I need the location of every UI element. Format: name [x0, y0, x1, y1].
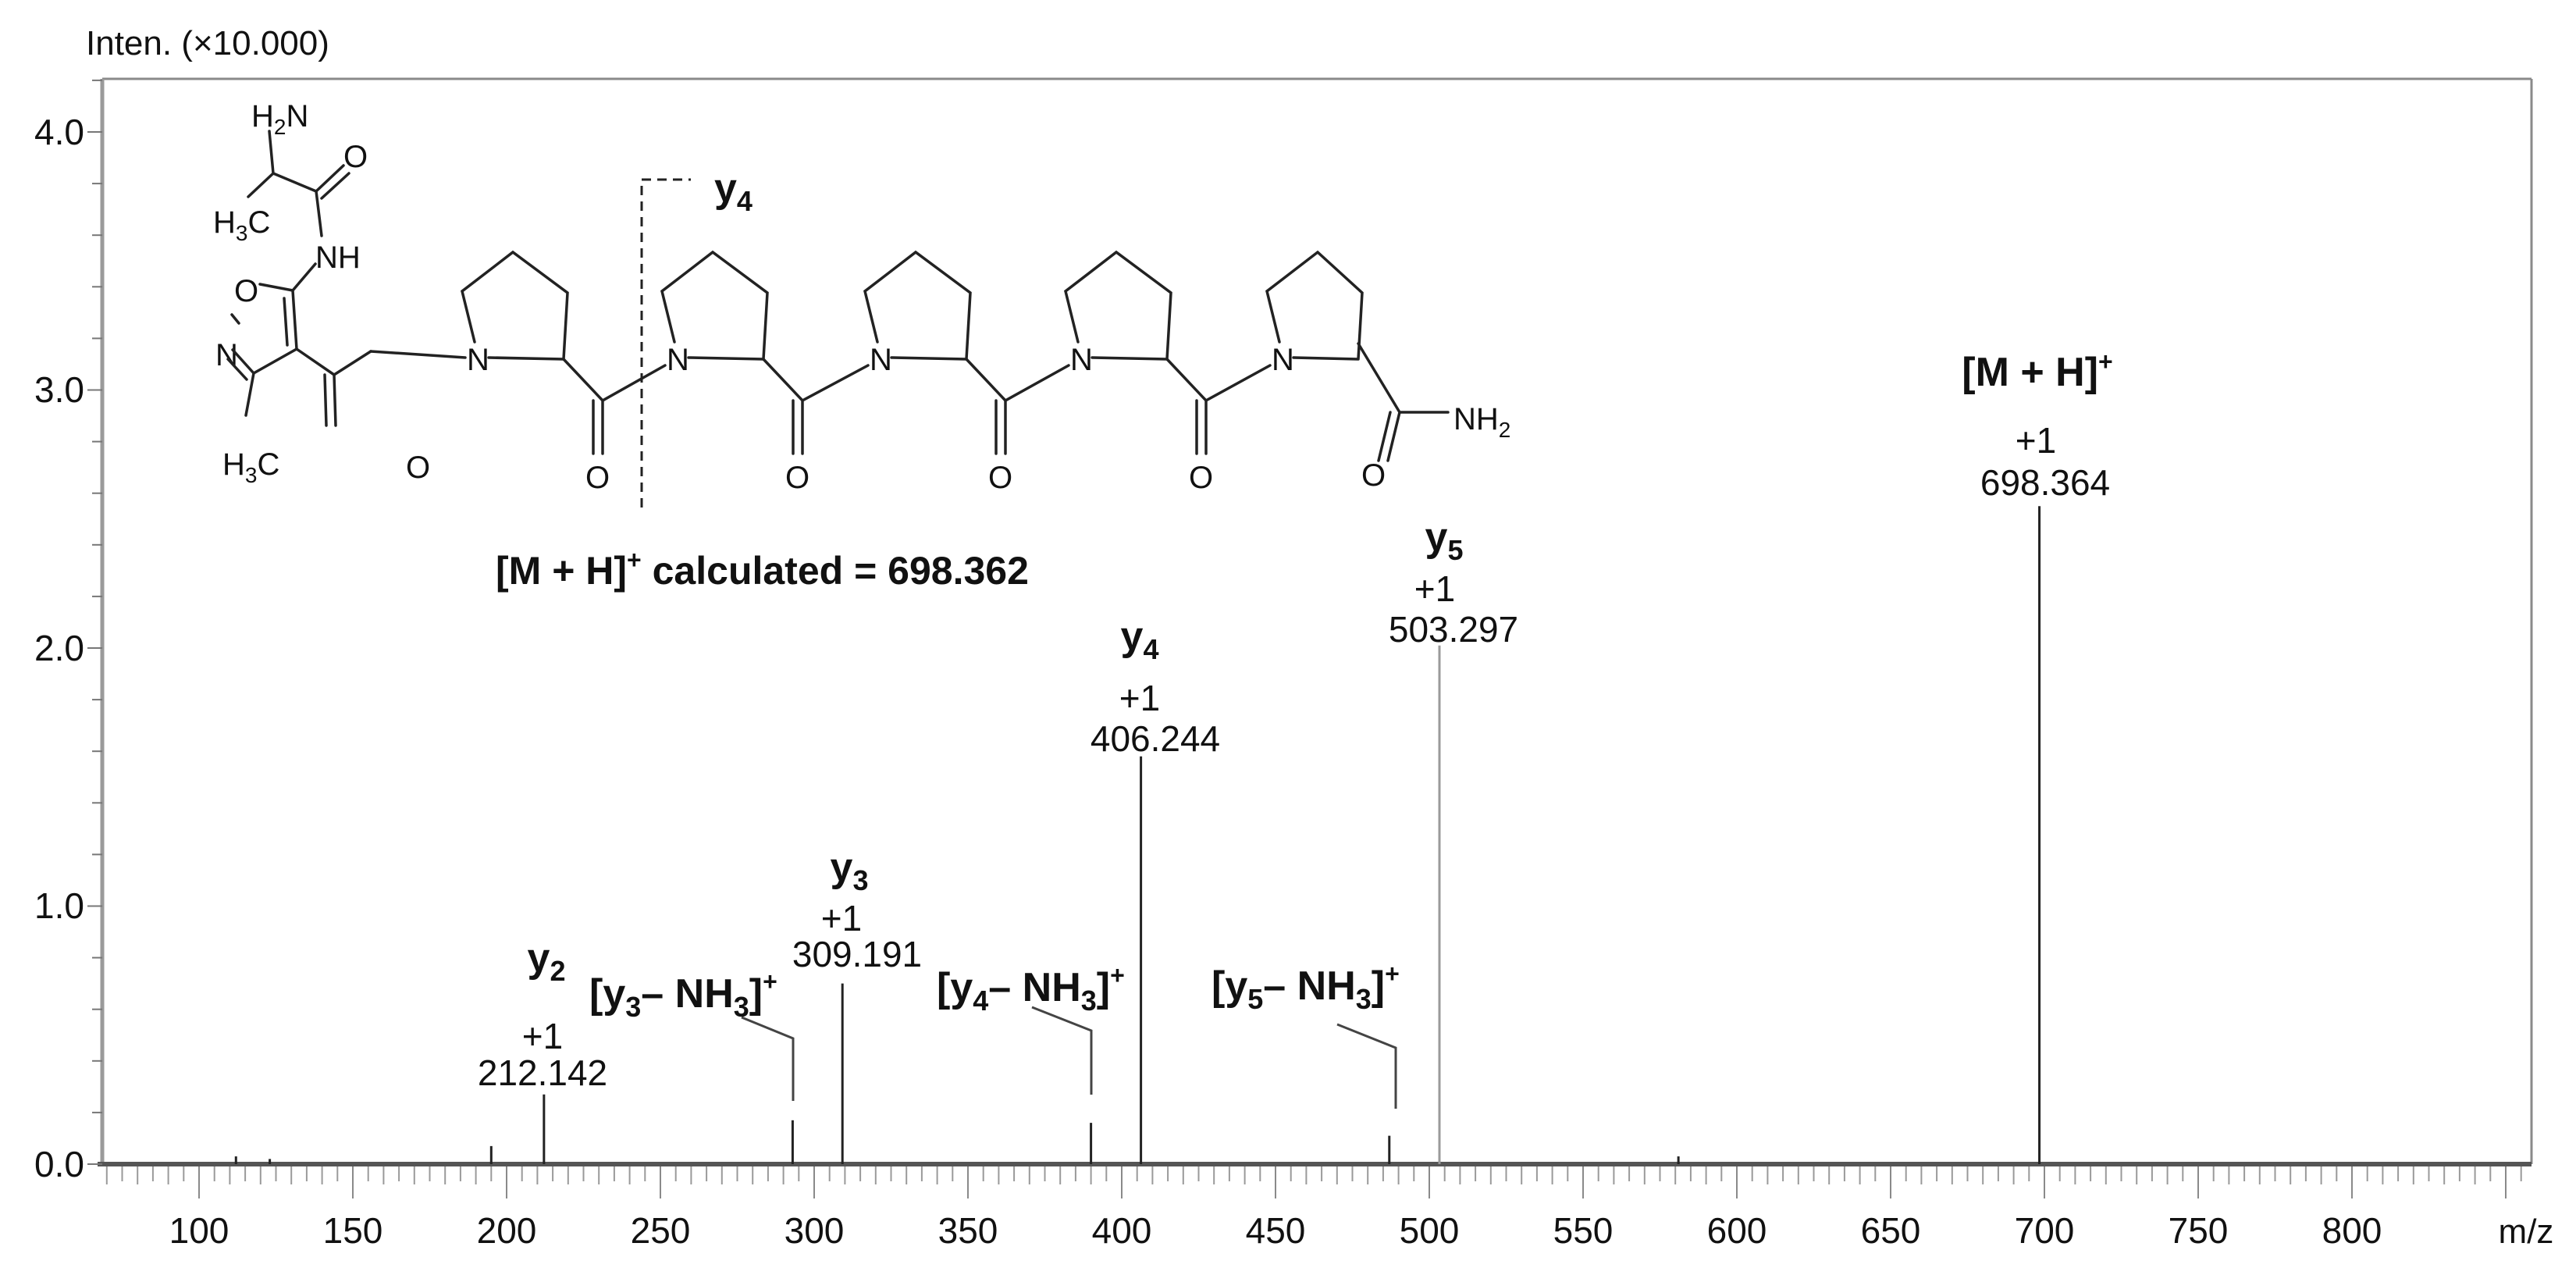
svg-text:O: O: [585, 461, 610, 495]
svg-text:N: N: [870, 343, 892, 377]
x-label-600: 600: [1707, 1210, 1767, 1251]
x-label-500: 500: [1400, 1210, 1460, 1251]
peak-label-y2: y2 +1 212.142: [478, 935, 607, 1093]
y-axis-title: Inten. (×10.000): [86, 24, 329, 62]
peak-label-y4: y4 +1 406.244: [1091, 614, 1220, 759]
svg-text:H2N: H2N: [251, 99, 308, 139]
peak-label-y5: y5 +1 503.297: [1389, 515, 1518, 650]
x-label-700: 700: [2015, 1210, 2075, 1251]
leader-y4-nh3: [1031, 1006, 1093, 1095]
svg-text:[M + H]+: [M + H]+: [1962, 347, 2112, 395]
leader-lines: [741, 1006, 1397, 1109]
svg-text:y5: y5: [1425, 515, 1464, 566]
svg-text:N: N: [1070, 343, 1093, 377]
svg-text:O: O: [406, 451, 430, 485]
mz-mh: 698.364: [1980, 462, 2110, 503]
y-label-3: 3.0: [34, 369, 84, 410]
x-label-150: 150: [323, 1210, 383, 1251]
leader-y5-nh3: [1336, 1023, 1397, 1109]
charge-y3: +1: [821, 898, 862, 938]
y-label-1: 1.0: [34, 885, 84, 926]
mz-y4: 406.244: [1091, 718, 1220, 759]
svg-text:y4: y4: [1121, 614, 1159, 665]
y-axis-labels: 0.0 1.0 2.0 3.0 4.0: [34, 112, 84, 1184]
x-axis-labels: 100 150 200 250 300 350 400 450 500 550 …: [169, 1210, 2554, 1251]
x-label-300: 300: [785, 1210, 845, 1251]
svg-text:NH2: NH2: [1453, 402, 1510, 442]
svg-text:[y4– NH3]+: [y4– NH3]+: [937, 961, 1125, 1017]
plot-frame: [98, 77, 2533, 1166]
calculated-mass-annotation: [M + H]+ calculated = 698.362: [496, 546, 1029, 593]
x-label-550: 550: [1553, 1210, 1614, 1251]
svg-text:O: O: [1189, 461, 1213, 495]
svg-text:H3C: H3C: [222, 447, 279, 487]
svg-text:N: N: [667, 343, 689, 377]
charge-y2: +1: [522, 1016, 563, 1056]
svg-text:NH: NH: [315, 240, 361, 275]
charge-y4: +1: [1119, 678, 1160, 718]
x-axis-ticks: [105, 1166, 2522, 1198]
proline-ring-1: NO: [461, 250, 667, 495]
proline-ring-4: NO: [1064, 250, 1272, 495]
svg-text:O: O: [785, 461, 809, 495]
svg-text:y4: y4: [714, 166, 753, 217]
x-label-350: 350: [938, 1210, 998, 1251]
mz-y5: 503.297: [1389, 609, 1518, 650]
svg-text:O: O: [234, 274, 258, 308]
y-label-0: 0.0: [34, 1144, 84, 1184]
proline-ring-3: NO: [863, 250, 1070, 495]
x-label-800: 800: [2322, 1210, 2382, 1251]
peak-label-y5-nh3: [y5– NH3]+: [1212, 960, 1400, 1015]
svg-text:O: O: [1361, 458, 1386, 493]
charge-y5: +1: [1414, 568, 1455, 609]
y4-cleavage-marker: y4: [640, 166, 753, 508]
x-label-450: 450: [1246, 1210, 1306, 1251]
peak-label-mh: [M + H]+ +1 698.364: [1962, 347, 2112, 503]
svg-text:[y5– NH3]+: [y5– NH3]+: [1212, 960, 1400, 1015]
peak-label-y3-nh3: [y3– NH3]+: [589, 967, 777, 1023]
x-label-200: 200: [477, 1210, 537, 1251]
y-label-4: 4.0: [34, 112, 84, 152]
svg-text:[y3– NH3]+: [y3– NH3]+: [589, 967, 777, 1023]
peak-label-y4-nh3: [y4– NH3]+: [937, 961, 1125, 1017]
proline-ring-2: NO: [660, 250, 870, 495]
mz-y3: 309.191: [792, 934, 922, 974]
proline-ring-5: N: [1265, 250, 1364, 377]
x-label-100: 100: [169, 1210, 229, 1251]
x-axis-unit: m/z: [2499, 1213, 2554, 1251]
leader-y3-nh3: [741, 1016, 795, 1101]
svg-text:H3C: H3C: [213, 205, 270, 245]
svg-text:O: O: [343, 140, 368, 174]
svg-text:y2: y2: [528, 935, 566, 987]
peak-label-y3: y3 +1 309.191: [792, 845, 922, 974]
y-axis-ticks: [87, 79, 102, 1165]
x-label-250: 250: [631, 1210, 691, 1251]
charge-mh: +1: [2016, 420, 2056, 461]
svg-text:O: O: [988, 461, 1012, 495]
x-label-750: 750: [2169, 1210, 2229, 1251]
x-label-400: 400: [1092, 1210, 1152, 1251]
svg-text:N: N: [1272, 343, 1294, 377]
y-label-2: 2.0: [34, 628, 84, 668]
spectrum-peaks: [234, 506, 2041, 1164]
x-label-650: 650: [1861, 1210, 1921, 1251]
mz-y2: 212.142: [478, 1052, 607, 1093]
svg-text:y3: y3: [831, 845, 869, 896]
svg-text:N: N: [467, 343, 489, 377]
